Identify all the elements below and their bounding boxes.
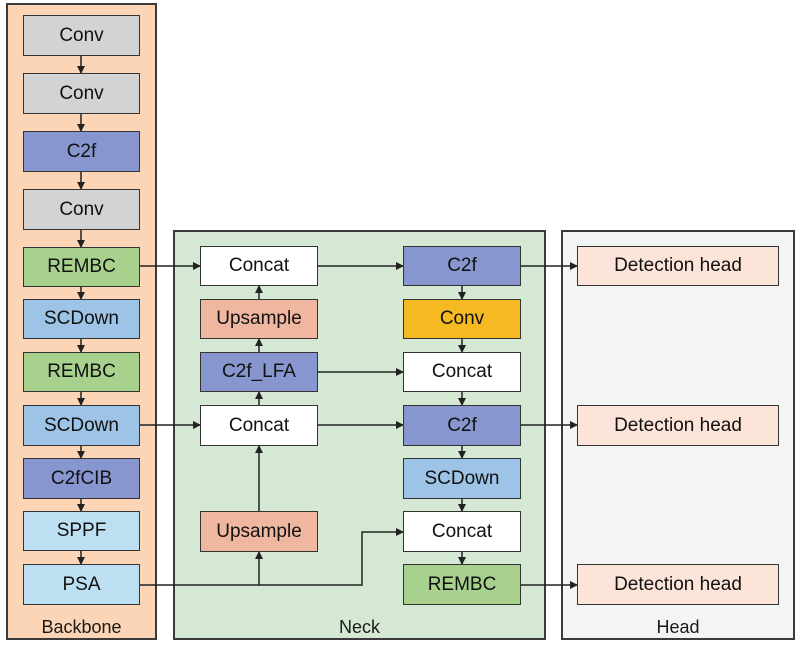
backbone-conv-2: Conv bbox=[23, 73, 140, 114]
backbone-scdown-2: SCDown bbox=[23, 405, 140, 446]
head-label: Head bbox=[656, 617, 700, 637]
backbone-scdown-1: SCDown bbox=[23, 299, 140, 339]
backbone-c2fcib: C2fCIB bbox=[23, 458, 140, 499]
neck-upsample-bottom: Upsample bbox=[200, 511, 318, 552]
detection-head-2: Detection head bbox=[577, 405, 779, 446]
backbone-sppf: SPPF bbox=[23, 511, 140, 551]
backbone-conv-3: Conv bbox=[23, 189, 140, 230]
backbone-conv-1: Conv bbox=[23, 15, 140, 56]
neck-c2f-lfa: C2f_LFA bbox=[200, 352, 318, 392]
neck-label: Neck bbox=[338, 617, 380, 637]
neck-c2f-top: C2f bbox=[403, 246, 521, 286]
neck-concat-top-left: Concat bbox=[200, 246, 318, 286]
backbone-psa: PSA bbox=[23, 564, 140, 605]
neck-concat-mid-left: Concat bbox=[200, 405, 318, 446]
neck-concat-1: Concat bbox=[403, 352, 521, 392]
detection-head-1: Detection head bbox=[577, 246, 779, 286]
backbone-c2f: C2f bbox=[23, 131, 140, 172]
detection-head-3: Detection head bbox=[577, 564, 779, 605]
neck-scdown: SCDown bbox=[403, 458, 521, 499]
neck-concat-2: Concat bbox=[403, 511, 521, 552]
backbone-rembc-1: REMBC bbox=[23, 247, 140, 287]
neck-conv: Conv bbox=[403, 299, 521, 339]
backbone-rembc-2: REMBC bbox=[23, 352, 140, 392]
neck-rembc: REMBC bbox=[403, 564, 521, 605]
backbone-label: Backbone bbox=[41, 617, 122, 637]
neck-c2f-mid: C2f bbox=[403, 405, 521, 446]
neck-upsample-top: Upsample bbox=[200, 299, 318, 339]
